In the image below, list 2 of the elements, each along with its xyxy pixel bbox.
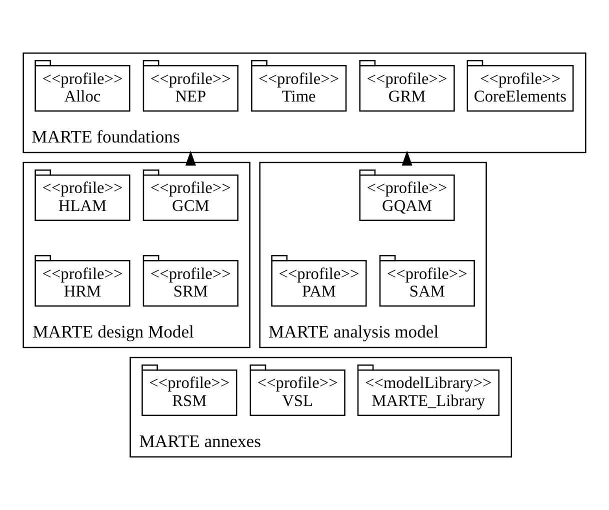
arrow: [402, 150, 412, 166]
arrow: [185, 150, 196, 166]
